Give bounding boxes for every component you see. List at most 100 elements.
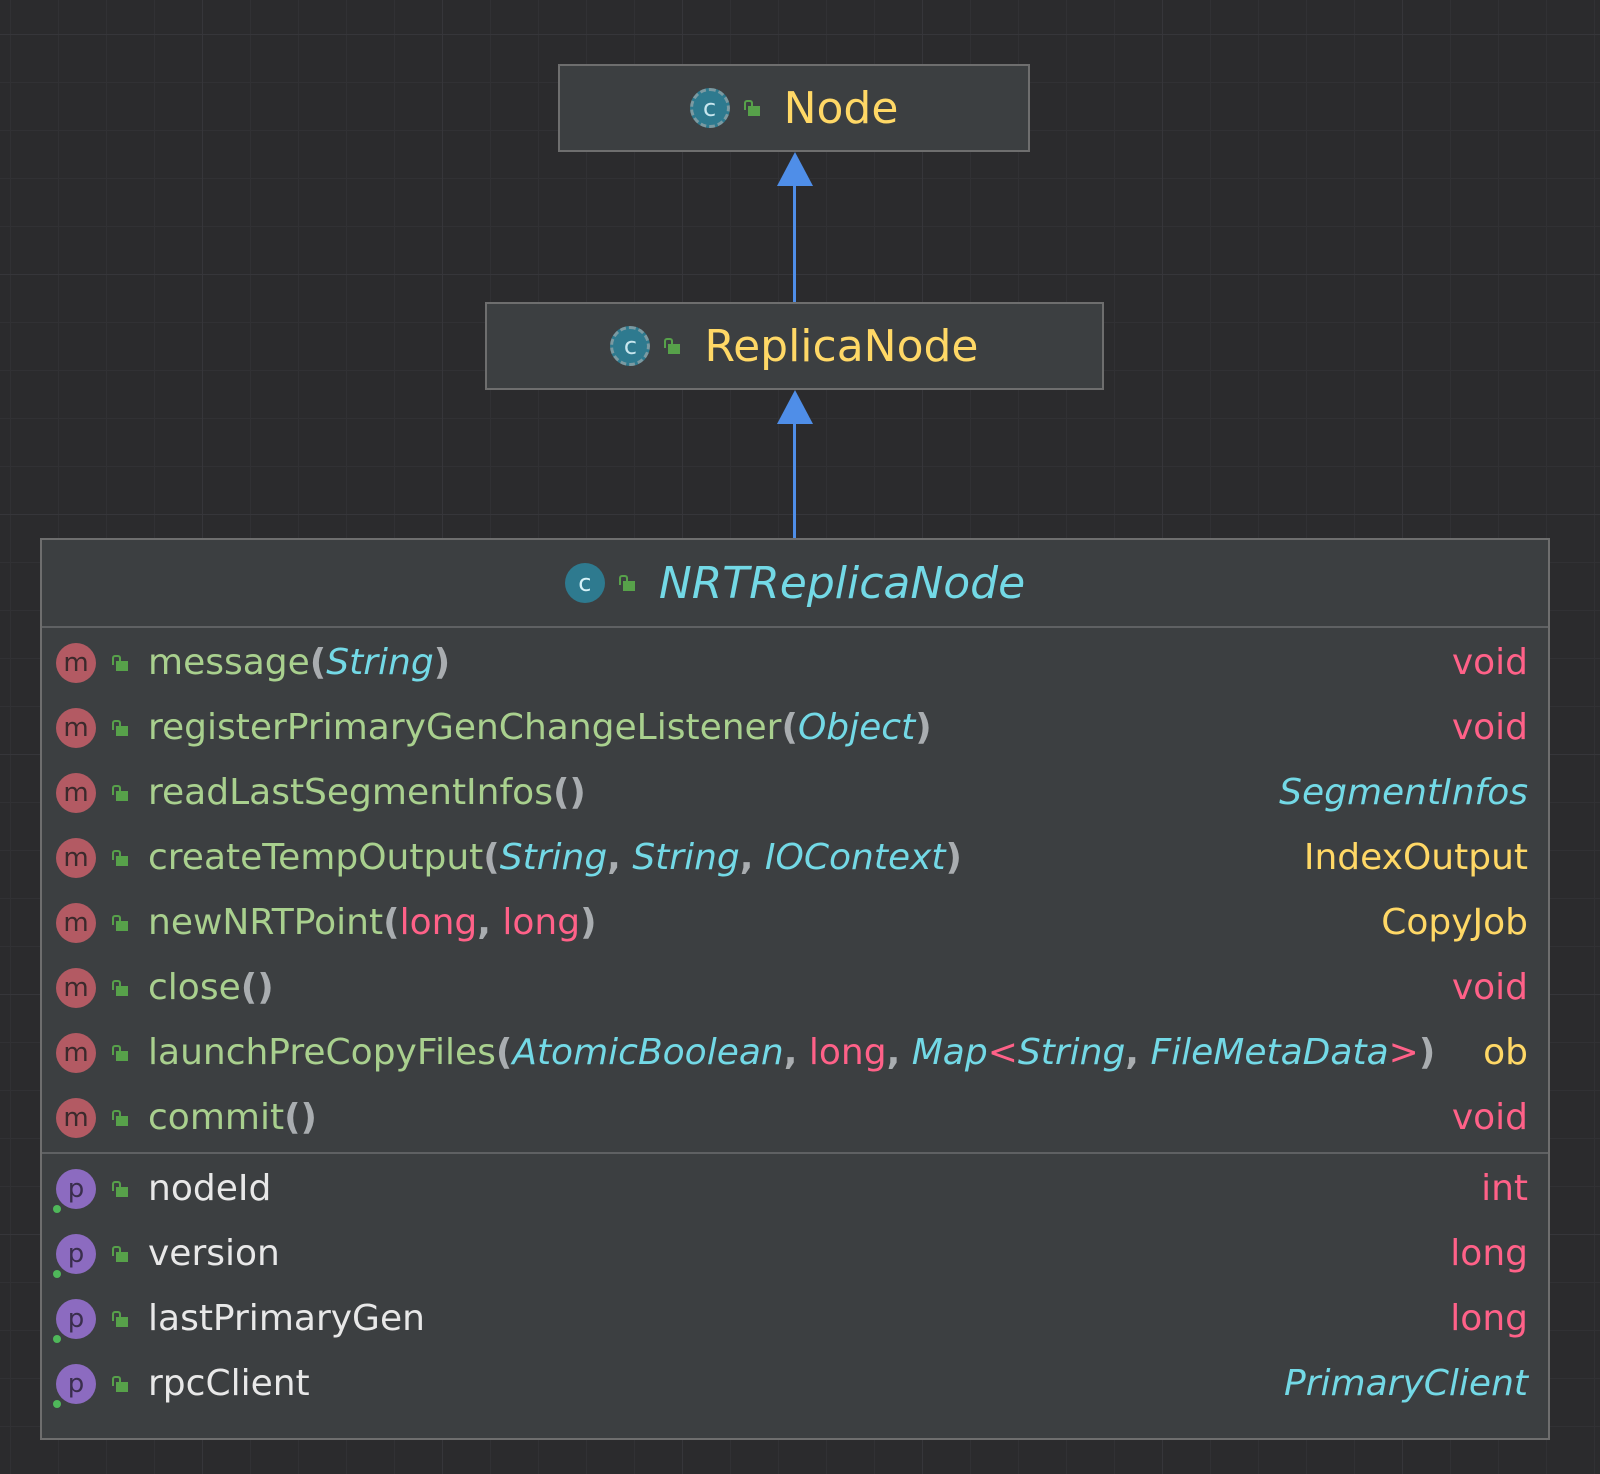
return-type: IndexOutput — [1303, 837, 1528, 878]
method-icon: m — [56, 1097, 96, 1138]
method-icon-letter: m — [63, 842, 89, 873]
public-lock-icon — [112, 1180, 128, 1197]
property-icon-letter: p — [67, 1238, 85, 1269]
public-lock-icon — [112, 1109, 128, 1126]
param-type: String — [326, 642, 434, 683]
field-signature: lastPrimaryGen — [148, 1298, 1438, 1339]
paren-open: ( — [309, 642, 327, 683]
property-icon: p — [53, 1363, 96, 1408]
field-signature: rpcClient — [148, 1363, 1272, 1404]
paren-close: ) — [257, 967, 274, 1008]
field-name: nodeId — [148, 1168, 272, 1209]
method-row[interactable]: m registerPrimaryGenChangeListener(Object… — [42, 695, 1548, 760]
method-name: launchPreCopyFiles — [148, 1032, 496, 1073]
param-type: IOContext — [764, 837, 946, 878]
method-icon: m — [56, 772, 96, 813]
method-row[interactable]: m commit() void — [42, 1085, 1548, 1150]
generic-type: FileMetaData — [1150, 1032, 1389, 1073]
inheritance-arrowhead-node — [777, 152, 813, 186]
paren-open: ( — [284, 1097, 301, 1138]
paren-close: ) — [915, 707, 932, 748]
public-lock-icon — [112, 979, 128, 996]
method-row[interactable]: m message(String) void — [42, 630, 1548, 695]
method-icon-letter: m — [63, 712, 89, 743]
method-icon-letter: m — [63, 972, 89, 1003]
public-lock-icon — [112, 654, 128, 671]
paren-open: ( — [552, 772, 570, 813]
class-box-node[interactable]: c Node — [558, 64, 1030, 152]
return-type: void — [1451, 967, 1528, 1008]
return-type: CopyJob — [1381, 902, 1528, 943]
method-row[interactable]: m newNRTPoint(long, long) CopyJob — [42, 890, 1548, 955]
field-signature: nodeId — [148, 1168, 1469, 1209]
return-type: void — [1451, 642, 1528, 683]
paren-close: ) — [1418, 1032, 1436, 1073]
public-lock-icon — [112, 719, 128, 736]
paren-close: ) — [569, 772, 586, 813]
method-signature: registerPrimaryGenChangeListener(Object) — [148, 707, 1440, 748]
method-signature: newNRTPoint(long, long) — [148, 902, 1369, 943]
class-name-replica-node: ReplicaNode — [704, 320, 979, 372]
field-type: PrimaryClient — [1284, 1363, 1528, 1404]
method-signature: launchPreCopyFiles(AtomicBoolean, long, … — [148, 1032, 1471, 1073]
return-type: void — [1451, 1097, 1528, 1138]
method-icon: m — [56, 902, 96, 943]
param-type: String — [632, 837, 740, 878]
field-name: rpcClient — [148, 1363, 310, 1404]
method-name: message — [148, 642, 310, 683]
paren-open: ( — [495, 1032, 513, 1073]
method-icon-letter: m — [63, 777, 89, 808]
generic-close: > — [1388, 1032, 1419, 1073]
field-signature: version — [148, 1233, 1438, 1274]
field-type: long — [1450, 1233, 1528, 1274]
paren-open: ( — [240, 967, 258, 1008]
method-row[interactable]: m createTempOutput(String, String, IOCont… — [42, 825, 1548, 890]
method-signature: message(String) — [148, 642, 1440, 683]
inheritance-arrowhead-replica — [777, 390, 813, 424]
property-icon-letter: p — [67, 1303, 85, 1334]
method-icon: m — [56, 642, 96, 683]
paren-close: ) — [945, 837, 962, 878]
method-icon-letter: m — [63, 1102, 89, 1133]
paren-open: ( — [383, 902, 400, 943]
paren-open: ( — [781, 707, 798, 748]
method-icon: m — [56, 837, 96, 878]
return-type: void — [1451, 707, 1528, 748]
method-signature: createTempOutput(String, String, IOConte… — [148, 837, 1292, 878]
public-lock-icon — [112, 1044, 128, 1061]
public-lock-icon — [112, 849, 128, 866]
param-type: Object — [797, 707, 916, 748]
method-icon: m — [56, 967, 96, 1008]
class-header-replica-node: c ReplicaNode — [487, 304, 1102, 388]
comma: , — [477, 902, 491, 943]
field-row[interactable]: p rpcClient PrimaryClient — [42, 1351, 1548, 1416]
field-type: int — [1481, 1168, 1528, 1209]
public-lock-icon — [112, 1310, 128, 1327]
method-signature: commit() — [148, 1097, 1440, 1138]
generic-type: String — [1017, 1032, 1126, 1073]
return-type: ob — [1483, 1032, 1528, 1073]
paren-close: ) — [433, 642, 451, 683]
class-icon: c — [564, 563, 605, 603]
class-header-nrt-replica-node: c NRTReplicaNode — [42, 540, 1548, 628]
class-box-replica-node[interactable]: c ReplicaNode — [485, 302, 1104, 390]
abstract-class-icon: c — [689, 88, 730, 128]
param-type: long — [808, 1032, 887, 1073]
field-row[interactable]: p nodeId int — [42, 1156, 1548, 1221]
property-icon-letter: p — [67, 1173, 85, 1204]
public-lock-icon — [112, 1245, 128, 1262]
property-icon: p — [53, 1298, 96, 1343]
paren-close: ) — [300, 1097, 317, 1138]
param-type: AtomicBoolean — [512, 1032, 784, 1073]
field-row[interactable]: p version long — [42, 1221, 1548, 1286]
public-lock-icon — [664, 338, 681, 354]
class-header-node: c Node — [560, 66, 1028, 150]
public-lock-icon — [112, 914, 128, 931]
class-name-nrt-replica-node: NRTReplicaNode — [658, 557, 1026, 609]
